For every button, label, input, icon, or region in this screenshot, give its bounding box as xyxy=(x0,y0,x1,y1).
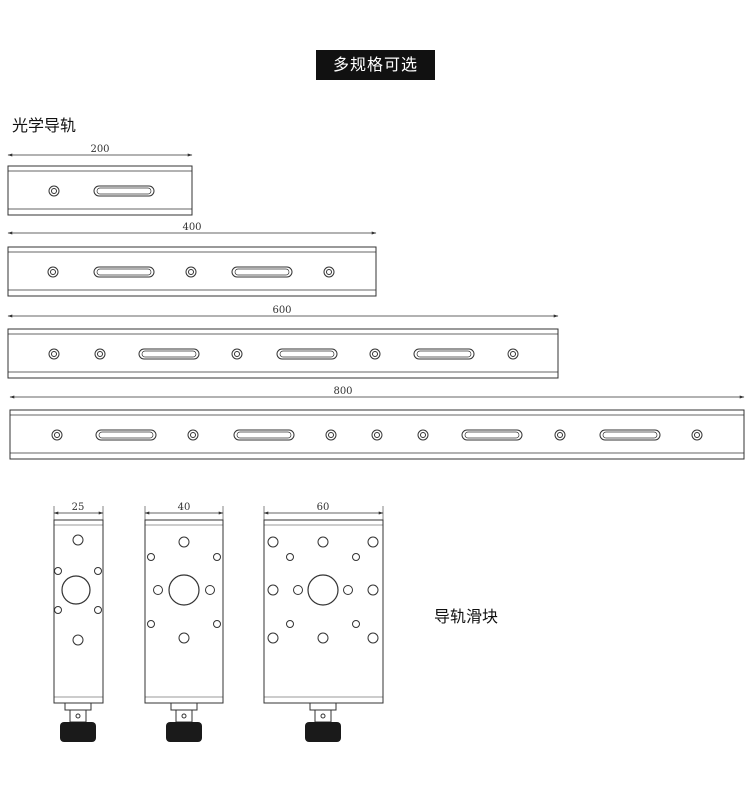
block-25-width-label: 25 xyxy=(72,502,85,513)
block-40-width-label: 40 xyxy=(178,502,191,513)
rail-400-length-label: 400 xyxy=(182,222,201,233)
rail-200-length-label: 200 xyxy=(90,144,109,155)
block-60: 60 xyxy=(263,502,384,742)
rail-600-length-label: 600 xyxy=(272,305,291,316)
block-60-width-label: 60 xyxy=(317,502,330,513)
block-25: 25 xyxy=(53,502,104,742)
rail-800: 800 xyxy=(9,386,745,460)
rail-400: 400 xyxy=(7,222,377,297)
block-40: 40 xyxy=(144,502,224,742)
rail-200: 200 xyxy=(7,144,193,216)
rail-800-length-label: 800 xyxy=(333,386,352,397)
spec-banner: 多规格可选 xyxy=(316,50,435,80)
rail-600: 600 xyxy=(7,305,559,379)
blocks-section-label: 导轨滑块 xyxy=(434,607,499,626)
rails-section-label: 光学导轨 xyxy=(12,116,77,135)
